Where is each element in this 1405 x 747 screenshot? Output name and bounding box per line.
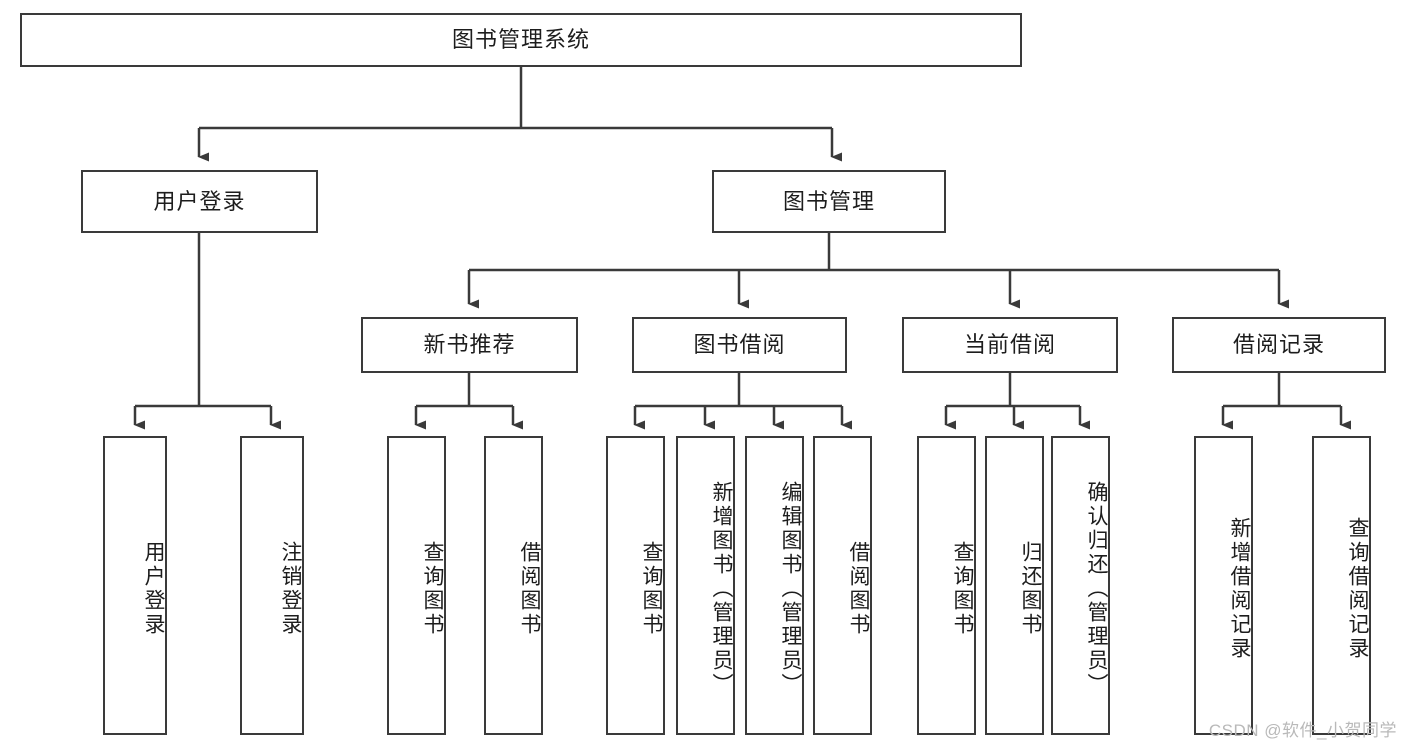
node-label: 借阅图书 [518,540,541,637]
leaf-current-borrow-return[interactable]: 归还图书 [985,436,1044,735]
leaf-book-borrow-borrow[interactable]: 借阅图书 [813,436,872,735]
node-label: 归还图书 [1019,540,1042,637]
leaf-user-login-login[interactable]: 用户登录 [103,436,167,735]
node-label: 用户登录 [153,188,246,214]
node-user-login[interactable]: 用户登录 [81,170,318,233]
node-label: 查询图书 [640,540,663,637]
leaf-book-borrow-query[interactable]: 查询图书 [606,436,665,735]
node-label: 查询图书 [421,540,444,637]
node-label: 借阅记录 [1232,332,1325,358]
leaf-new-book-query[interactable]: 查询图书 [387,436,446,735]
watermark: CSDN @软件_小贺同学 [1208,721,1397,740]
node-book-borrow[interactable]: 图书借阅 [632,317,847,373]
node-label: 确认归还（管理员） [1085,480,1108,697]
node-label: 新增图书（管理员） [710,480,733,697]
leaf-current-borrow-query[interactable]: 查询图书 [917,436,976,735]
node-label: 用户登录 [142,540,165,637]
leaf-book-borrow-add[interactable]: 新增图书（管理员） [676,436,735,735]
leaf-borrow-record-add[interactable]: 新增借阅记录 [1194,436,1253,735]
node-label: 查询借阅记录 [1346,516,1369,661]
node-current-borrow[interactable]: 当前借阅 [902,317,1118,373]
leaf-current-borrow-confirm-return[interactable]: 确认归还（管理员） [1051,436,1110,735]
node-label: 图书管理系统 [451,27,590,53]
node-label: 新书推荐 [423,332,516,358]
leaf-user-login-logout[interactable]: 注销登录 [240,436,304,735]
node-new-book-recommend[interactable]: 新书推荐 [361,317,578,373]
node-label: 查询图书 [951,540,974,637]
leaf-new-book-borrow[interactable]: 借阅图书 [484,436,543,735]
node-label: 新增借阅记录 [1228,516,1251,661]
node-label: 注销登录 [279,540,302,637]
node-label: 图书管理 [782,188,875,214]
node-label: 当前借阅 [963,332,1056,358]
node-borrow-record[interactable]: 借阅记录 [1172,317,1386,373]
node-book-management[interactable]: 图书管理 [712,170,946,233]
node-root-book-management-system[interactable]: 图书管理系统 [20,13,1022,67]
node-label: 图书借阅 [693,332,786,358]
node-label: 借阅图书 [847,540,870,637]
node-label: 编辑图书（管理员） [779,480,802,697]
leaf-borrow-record-query[interactable]: 查询借阅记录 [1312,436,1371,735]
leaf-book-borrow-edit[interactable]: 编辑图书（管理员） [745,436,804,735]
